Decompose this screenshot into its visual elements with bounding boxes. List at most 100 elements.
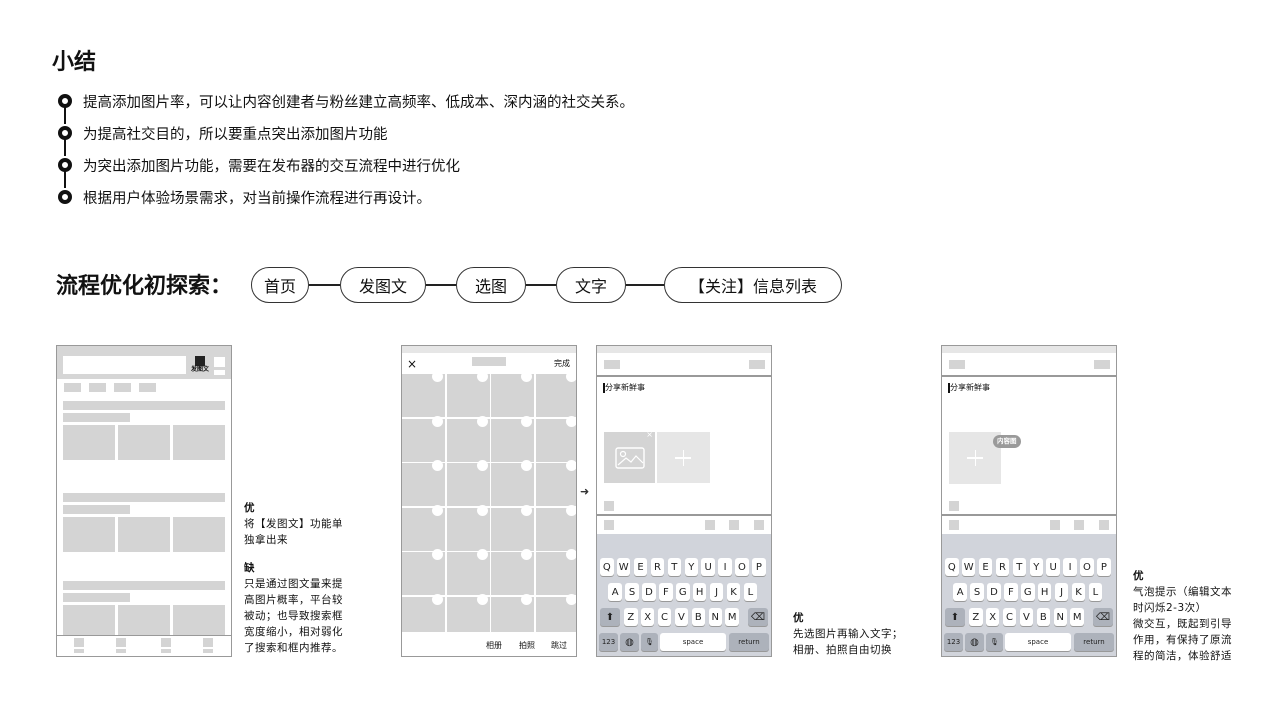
select-checkbox-icon[interactable] [565, 593, 576, 605]
search-box[interactable] [63, 356, 186, 374]
key-g[interactable]: G [1021, 583, 1035, 601]
key-m[interactable]: M [725, 608, 739, 626]
gallery-thumbnail[interactable] [535, 415, 576, 462]
key-h[interactable]: H [692, 583, 707, 601]
gallery-thumbnail[interactable] [402, 593, 445, 632]
gallery-thumbnail[interactable] [535, 460, 576, 506]
add-image-button[interactable] [657, 432, 710, 483]
key-c[interactable]: C [1002, 608, 1017, 626]
key-m[interactable]: M [1070, 608, 1084, 626]
key-q[interactable]: Q [945, 558, 959, 576]
select-checkbox-icon[interactable] [476, 460, 488, 471]
tab-placeholder[interactable] [64, 383, 81, 392]
key-r[interactable]: R [995, 558, 1010, 576]
tab-placeholder[interactable] [139, 383, 156, 392]
text-input[interactable]: 分享新鲜事 [605, 383, 645, 392]
gallery-thumbnail[interactable] [402, 460, 445, 506]
tab-icon[interactable] [203, 638, 213, 647]
selected-image[interactable]: × [604, 430, 655, 483]
tab-placeholder[interactable] [89, 383, 106, 392]
key-g[interactable]: G [676, 583, 690, 601]
key-l[interactable]: L [743, 583, 758, 601]
key-w[interactable]: W [961, 558, 976, 576]
gallery-thumbnail[interactable] [535, 593, 576, 632]
key-e[interactable]: E [633, 558, 648, 576]
done-button[interactable]: 完成 [554, 359, 570, 368]
key-v[interactable]: V [1019, 608, 1034, 626]
gallery-thumbnail[interactable] [491, 549, 534, 595]
key-a[interactable]: A [953, 583, 967, 601]
return-key[interactable]: return [1074, 633, 1114, 651]
shift-key[interactable]: ⬆ [945, 608, 965, 626]
space-key[interactable]: space [660, 633, 726, 651]
key-s[interactable]: S [970, 583, 984, 601]
key-o[interactable]: O [1080, 558, 1094, 576]
select-checkbox-icon[interactable] [521, 549, 532, 560]
key-a[interactable]: A [608, 583, 622, 601]
gallery-thumbnail[interactable] [491, 593, 534, 632]
gallery-thumbnail[interactable] [446, 593, 490, 632]
text-input[interactable]: 分享新鲜事 [950, 383, 990, 392]
toolbar-icon[interactable] [1074, 520, 1084, 530]
select-checkbox-icon[interactable] [476, 371, 488, 382]
send-button[interactable] [749, 360, 765, 369]
gallery-thumbnail[interactable] [491, 371, 534, 417]
toolbar-icon[interactable] [754, 520, 764, 530]
location-placeholder[interactable] [604, 501, 614, 511]
key-p[interactable]: P [1097, 558, 1111, 576]
key-z[interactable]: Z [969, 608, 983, 626]
key-y[interactable]: Y [1029, 558, 1043, 576]
key-k[interactable]: K [726, 583, 741, 601]
select-checkbox-icon[interactable] [521, 460, 532, 471]
key-v[interactable]: V [674, 608, 689, 626]
location-placeholder[interactable] [949, 501, 959, 511]
select-checkbox-icon[interactable] [565, 504, 576, 516]
key-u[interactable]: U [1046, 558, 1060, 576]
gallery-thumbnail[interactable] [535, 371, 576, 417]
numbers-key[interactable]: 123 [599, 633, 618, 651]
gallery-thumbnail[interactable] [446, 371, 490, 417]
gallery-thumbnail[interactable] [446, 549, 490, 595]
key-p[interactable]: P [752, 558, 766, 576]
key-i[interactable]: I [1063, 558, 1077, 576]
gallery-thumbnail[interactable] [446, 504, 490, 551]
key-f[interactable]: F [1004, 583, 1018, 601]
key-j[interactable]: J [1054, 583, 1069, 601]
key-s[interactable]: S [625, 583, 639, 601]
key-c[interactable]: C [657, 608, 672, 626]
key-r[interactable]: R [650, 558, 665, 576]
select-checkbox-icon[interactable] [521, 504, 532, 516]
key-l[interactable]: L [1088, 583, 1103, 601]
toolbar-icon[interactable] [949, 520, 959, 530]
space-key[interactable]: space [1005, 633, 1071, 651]
key-k[interactable]: K [1071, 583, 1086, 601]
delete-key[interactable]: ⌫ [1093, 608, 1113, 626]
select-checkbox-icon[interactable] [432, 504, 443, 516]
select-checkbox-icon[interactable] [565, 460, 576, 471]
toolbar-icon[interactable] [1099, 520, 1109, 530]
key-z[interactable]: Z [624, 608, 638, 626]
globe-key[interactable]: ◍ [965, 633, 984, 651]
key-n[interactable]: N [708, 608, 722, 626]
select-checkbox-icon[interactable] [521, 593, 532, 605]
select-checkbox-icon[interactable] [432, 460, 443, 471]
key-e[interactable]: E [978, 558, 993, 576]
numbers-key[interactable]: 123 [944, 633, 963, 651]
key-f[interactable]: F [659, 583, 673, 601]
select-checkbox-icon[interactable] [432, 371, 443, 382]
key-q[interactable]: Q [600, 558, 614, 576]
select-checkbox-icon[interactable] [565, 549, 576, 560]
key-n[interactable]: N [1053, 608, 1067, 626]
microphone-key[interactable]: 🎙 [986, 633, 1003, 651]
gallery-thumbnail[interactable] [402, 371, 445, 417]
select-checkbox-icon[interactable] [565, 415, 576, 427]
select-checkbox-icon[interactable] [521, 371, 532, 382]
tab-icon[interactable] [161, 638, 171, 647]
key-b[interactable]: B [1036, 608, 1051, 626]
tab-placeholder[interactable] [114, 383, 131, 392]
key-u[interactable]: U [701, 558, 715, 576]
toolbar-icon[interactable] [604, 520, 614, 530]
shift-key[interactable]: ⬆ [600, 608, 620, 626]
gallery-thumbnail[interactable] [491, 415, 534, 462]
select-checkbox-icon[interactable] [432, 549, 443, 560]
